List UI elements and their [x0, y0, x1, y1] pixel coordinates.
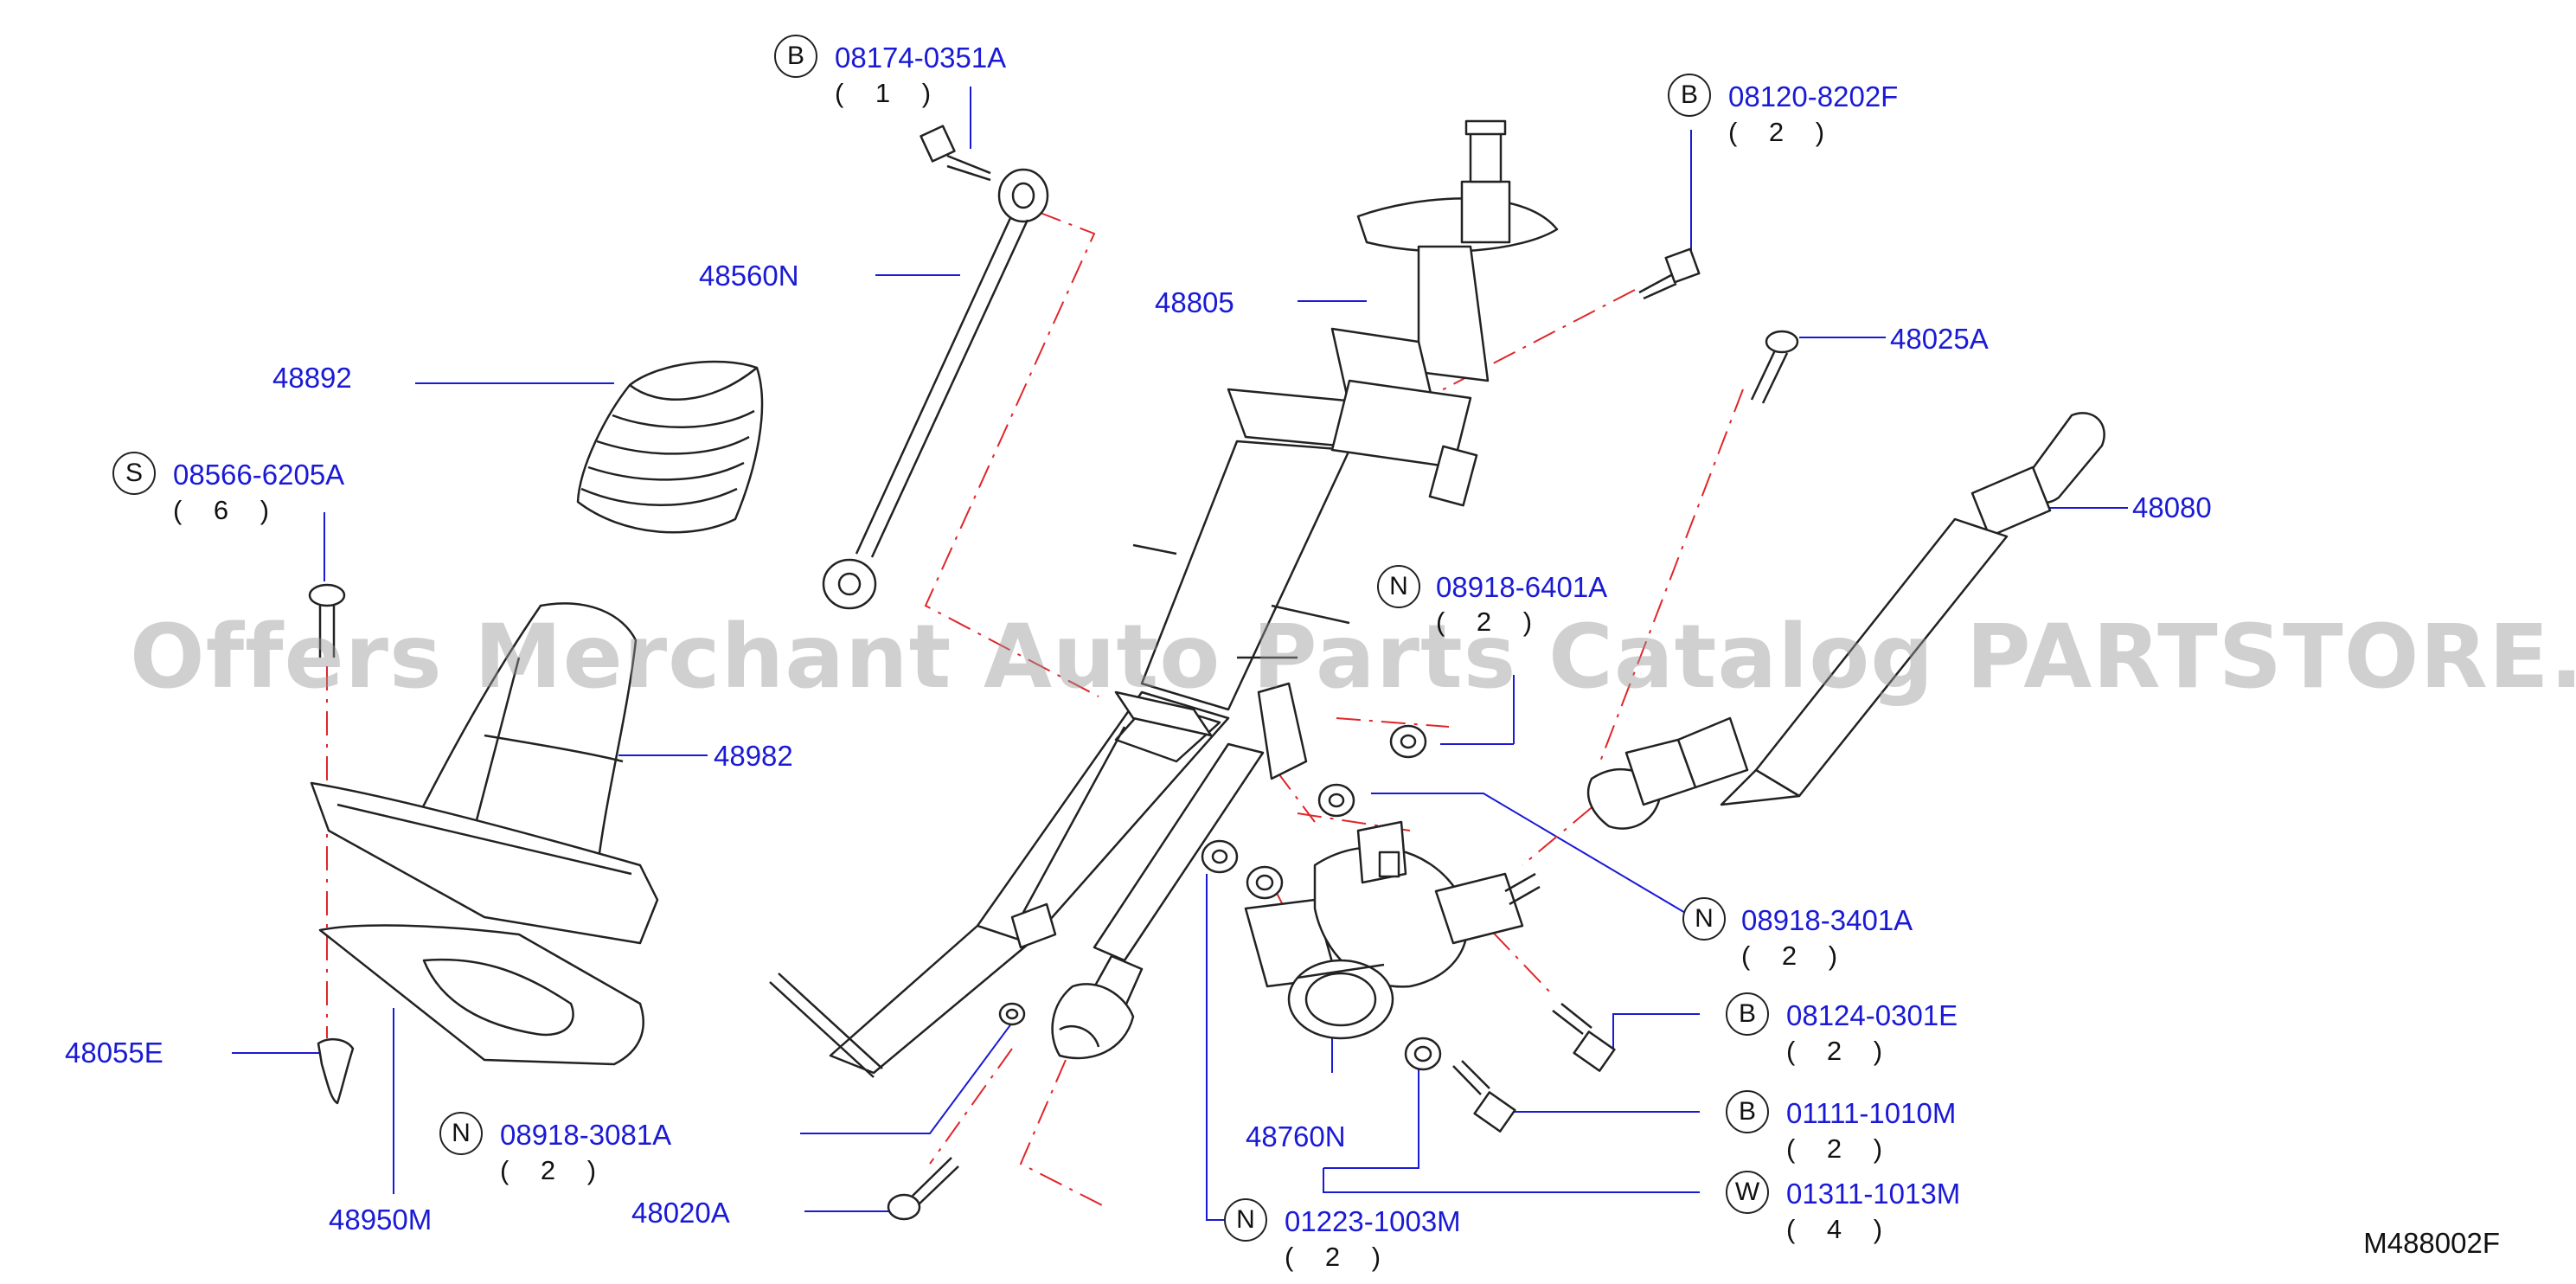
- boot-48892-icon: [576, 360, 764, 534]
- bolt-08120-icon: [1638, 247, 1701, 300]
- quantity-label: ( 2 ): [1285, 1242, 1394, 1272]
- steering-column-48805-icon: [769, 119, 1559, 1078]
- bolt-01111-icon: [1452, 1060, 1516, 1133]
- part-number-label[interactable]: 08918-6401A: [1436, 571, 1608, 603]
- part-label-48805[interactable]: 48805: [1155, 286, 1234, 318]
- part-number-label[interactable]: 01223-1003M: [1285, 1205, 1461, 1237]
- quantity-label: ( 2 ): [1436, 607, 1545, 637]
- part-number-label[interactable]: 01311-1013M: [1786, 1178, 1961, 1210]
- plate-48950m-icon: [318, 924, 644, 1066]
- quantity-label: ( 2 ): [1741, 941, 1850, 971]
- part-number-label[interactable]: 08124-0301E: [1786, 999, 1958, 1031]
- boot-48982-icon: [310, 602, 659, 945]
- part-label-48892[interactable]: 48892: [272, 362, 352, 394]
- quantity-label: ( 1 ): [835, 78, 944, 108]
- drawing-code: M488002F: [2363, 1227, 2500, 1259]
- callout-prefix-badge: B: [1726, 1090, 1769, 1133]
- callout-prefix-badge: S: [112, 452, 156, 495]
- screw-48020a-icon: [887, 1157, 959, 1221]
- part-number-label[interactable]: 08566-6205A: [173, 459, 345, 491]
- quantity-label: ( 6 ): [173, 495, 282, 525]
- callout-prefix-badge: B: [1668, 74, 1711, 117]
- intermediate-shaft-48080-icon: [1586, 412, 2105, 830]
- part-number-label[interactable]: 08918-3081A: [500, 1119, 672, 1151]
- nut-01223-icon: [1201, 839, 1239, 874]
- quantity-label: ( 2 ): [1786, 1036, 1895, 1066]
- clip-48055e-icon: [317, 1037, 355, 1105]
- part-number-label[interactable]: 08120-8202F: [1728, 80, 1899, 112]
- bolt-08124-icon: [1552, 1003, 1616, 1072]
- callout-prefix-badge: W: [1726, 1171, 1769, 1214]
- callout-prefix-badge: N: [1682, 897, 1726, 941]
- screw-48025a-icon: [1750, 330, 1799, 404]
- part-label-48760n[interactable]: 48760N: [1246, 1120, 1346, 1152]
- watermark: Offers Merchant Auto Parts Catalog PARTS…: [130, 606, 2576, 709]
- nut-08918-3081a-icon: [998, 1002, 1026, 1026]
- part-number-label[interactable]: 01111-1010M: [1786, 1097, 1957, 1129]
- part-label-48055e[interactable]: 48055E: [65, 1037, 163, 1069]
- part-number-label[interactable]: 08174-0351A: [835, 42, 1007, 74]
- part-label-48020a[interactable]: 48020A: [631, 1197, 730, 1229]
- washer-01311-icon: [1246, 865, 1442, 1071]
- lower-joint-icon: [1051, 742, 1265, 1060]
- nut-08918-3401a-icon: [1317, 783, 1355, 818]
- bolt-08174-icon: [920, 125, 991, 182]
- rod-48560n-icon: [822, 168, 1049, 610]
- part-label-48025a[interactable]: 48025A: [1890, 323, 1989, 355]
- callout-prefix-badge: B: [1726, 992, 1769, 1036]
- quantity-label: ( 2 ): [500, 1155, 609, 1185]
- part-label-48982[interactable]: 48982: [714, 740, 793, 772]
- part-number-label[interactable]: 08918-3401A: [1741, 904, 1913, 936]
- linework: [308, 119, 2105, 1221]
- callout-prefix-badge: B: [774, 35, 817, 78]
- quantity-label: ( 4 ): [1786, 1214, 1895, 1244]
- quantity-label: ( 2 ): [1728, 117, 1837, 147]
- tilt-motor-48760n-icon: [1244, 820, 1541, 1040]
- callout-prefix-badge: N: [1377, 565, 1420, 608]
- leader-lines: [232, 87, 2128, 1221]
- callout-prefix-badge: N: [1224, 1198, 1267, 1242]
- part-label-48080[interactable]: 48080: [2132, 491, 2212, 523]
- screw-08566-icon: [308, 583, 346, 658]
- quantity-label: ( 2 ): [1786, 1133, 1895, 1164]
- nut-08918-6401a-icon: [1389, 724, 1427, 759]
- part-label-48560n[interactable]: 48560N: [699, 260, 799, 292]
- part-label-48950m[interactable]: 48950M: [329, 1204, 433, 1236]
- callout-prefix-badge: N: [439, 1112, 483, 1155]
